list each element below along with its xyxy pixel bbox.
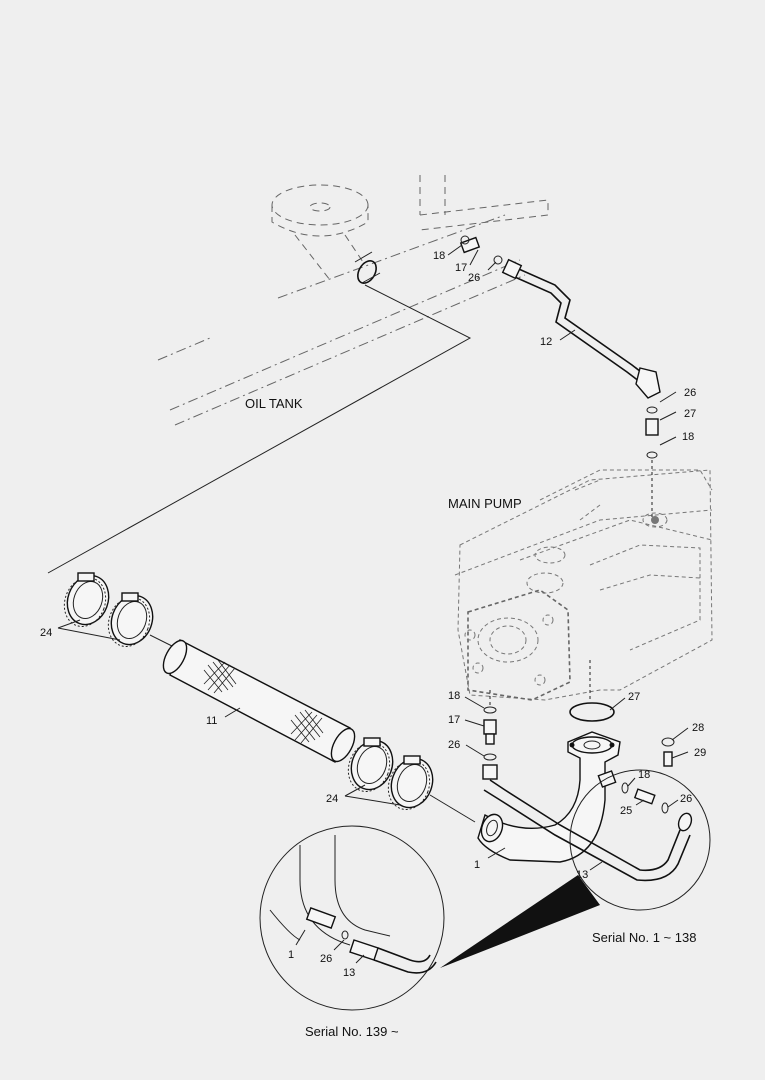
callout-18: 18 [433,250,445,262]
hose-reinforcement-mesh [203,659,324,744]
callout-1: 1 [474,859,480,871]
callout-27: 27 [628,691,640,703]
clamp-24-upper-b [107,592,154,647]
oil-tank-label: OIL TANK [245,396,303,411]
main-pump-label: MAIN PUMP [448,496,522,511]
callout-26: 26 [448,739,460,751]
callout-26: 26 [680,793,692,805]
callout-13: 13 [576,869,588,881]
callout-27: 27 [684,408,696,420]
main-pump [454,469,713,701]
callout-18: 18 [448,690,460,702]
clamp-24-upper-a [63,572,110,627]
clamp-24-lower-a [347,737,394,792]
tube-13 [483,779,693,882]
fittings-right-stack [597,737,675,814]
o-ring-27 [569,702,615,722]
suction-hose-11 [162,638,356,763]
detail-pointer [440,875,600,968]
callout-1: 1 [288,949,294,961]
hose-12 [459,235,661,459]
fittings-left-stack [482,706,498,780]
suction-elbow-1 [477,731,621,863]
leader-lines [57,244,689,964]
callout-28: 28 [692,722,704,734]
callout-18: 18 [682,431,694,443]
serial-range-a-label: Serial No. 1 ~ 138 [592,930,696,945]
callout-26: 26 [684,387,696,399]
callout-13: 13 [343,967,355,979]
callout-12: 12 [540,336,552,348]
callout-26: 26 [468,272,480,284]
callout-24: 24 [326,793,338,805]
detail-circle-serial-139 [259,825,445,1011]
detail-view-serial-139 [269,835,437,974]
oil-tank-outline [157,175,549,426]
callout-18: 18 [638,769,650,781]
callout-11: 11 [206,715,217,727]
clamp-24-lower-b [387,755,434,810]
callout-24: 24 [40,627,52,639]
tank-outlet-pipe [354,251,381,284]
callout-25: 25 [620,805,632,817]
callout-17: 17 [448,714,460,726]
detail-circle-serial-1-138 [569,769,711,911]
callout-17: 17 [455,262,467,274]
callout-26: 26 [320,953,332,965]
callout-29: 29 [694,747,706,759]
serial-range-b-label: Serial No. 139 ~ [305,1024,399,1039]
